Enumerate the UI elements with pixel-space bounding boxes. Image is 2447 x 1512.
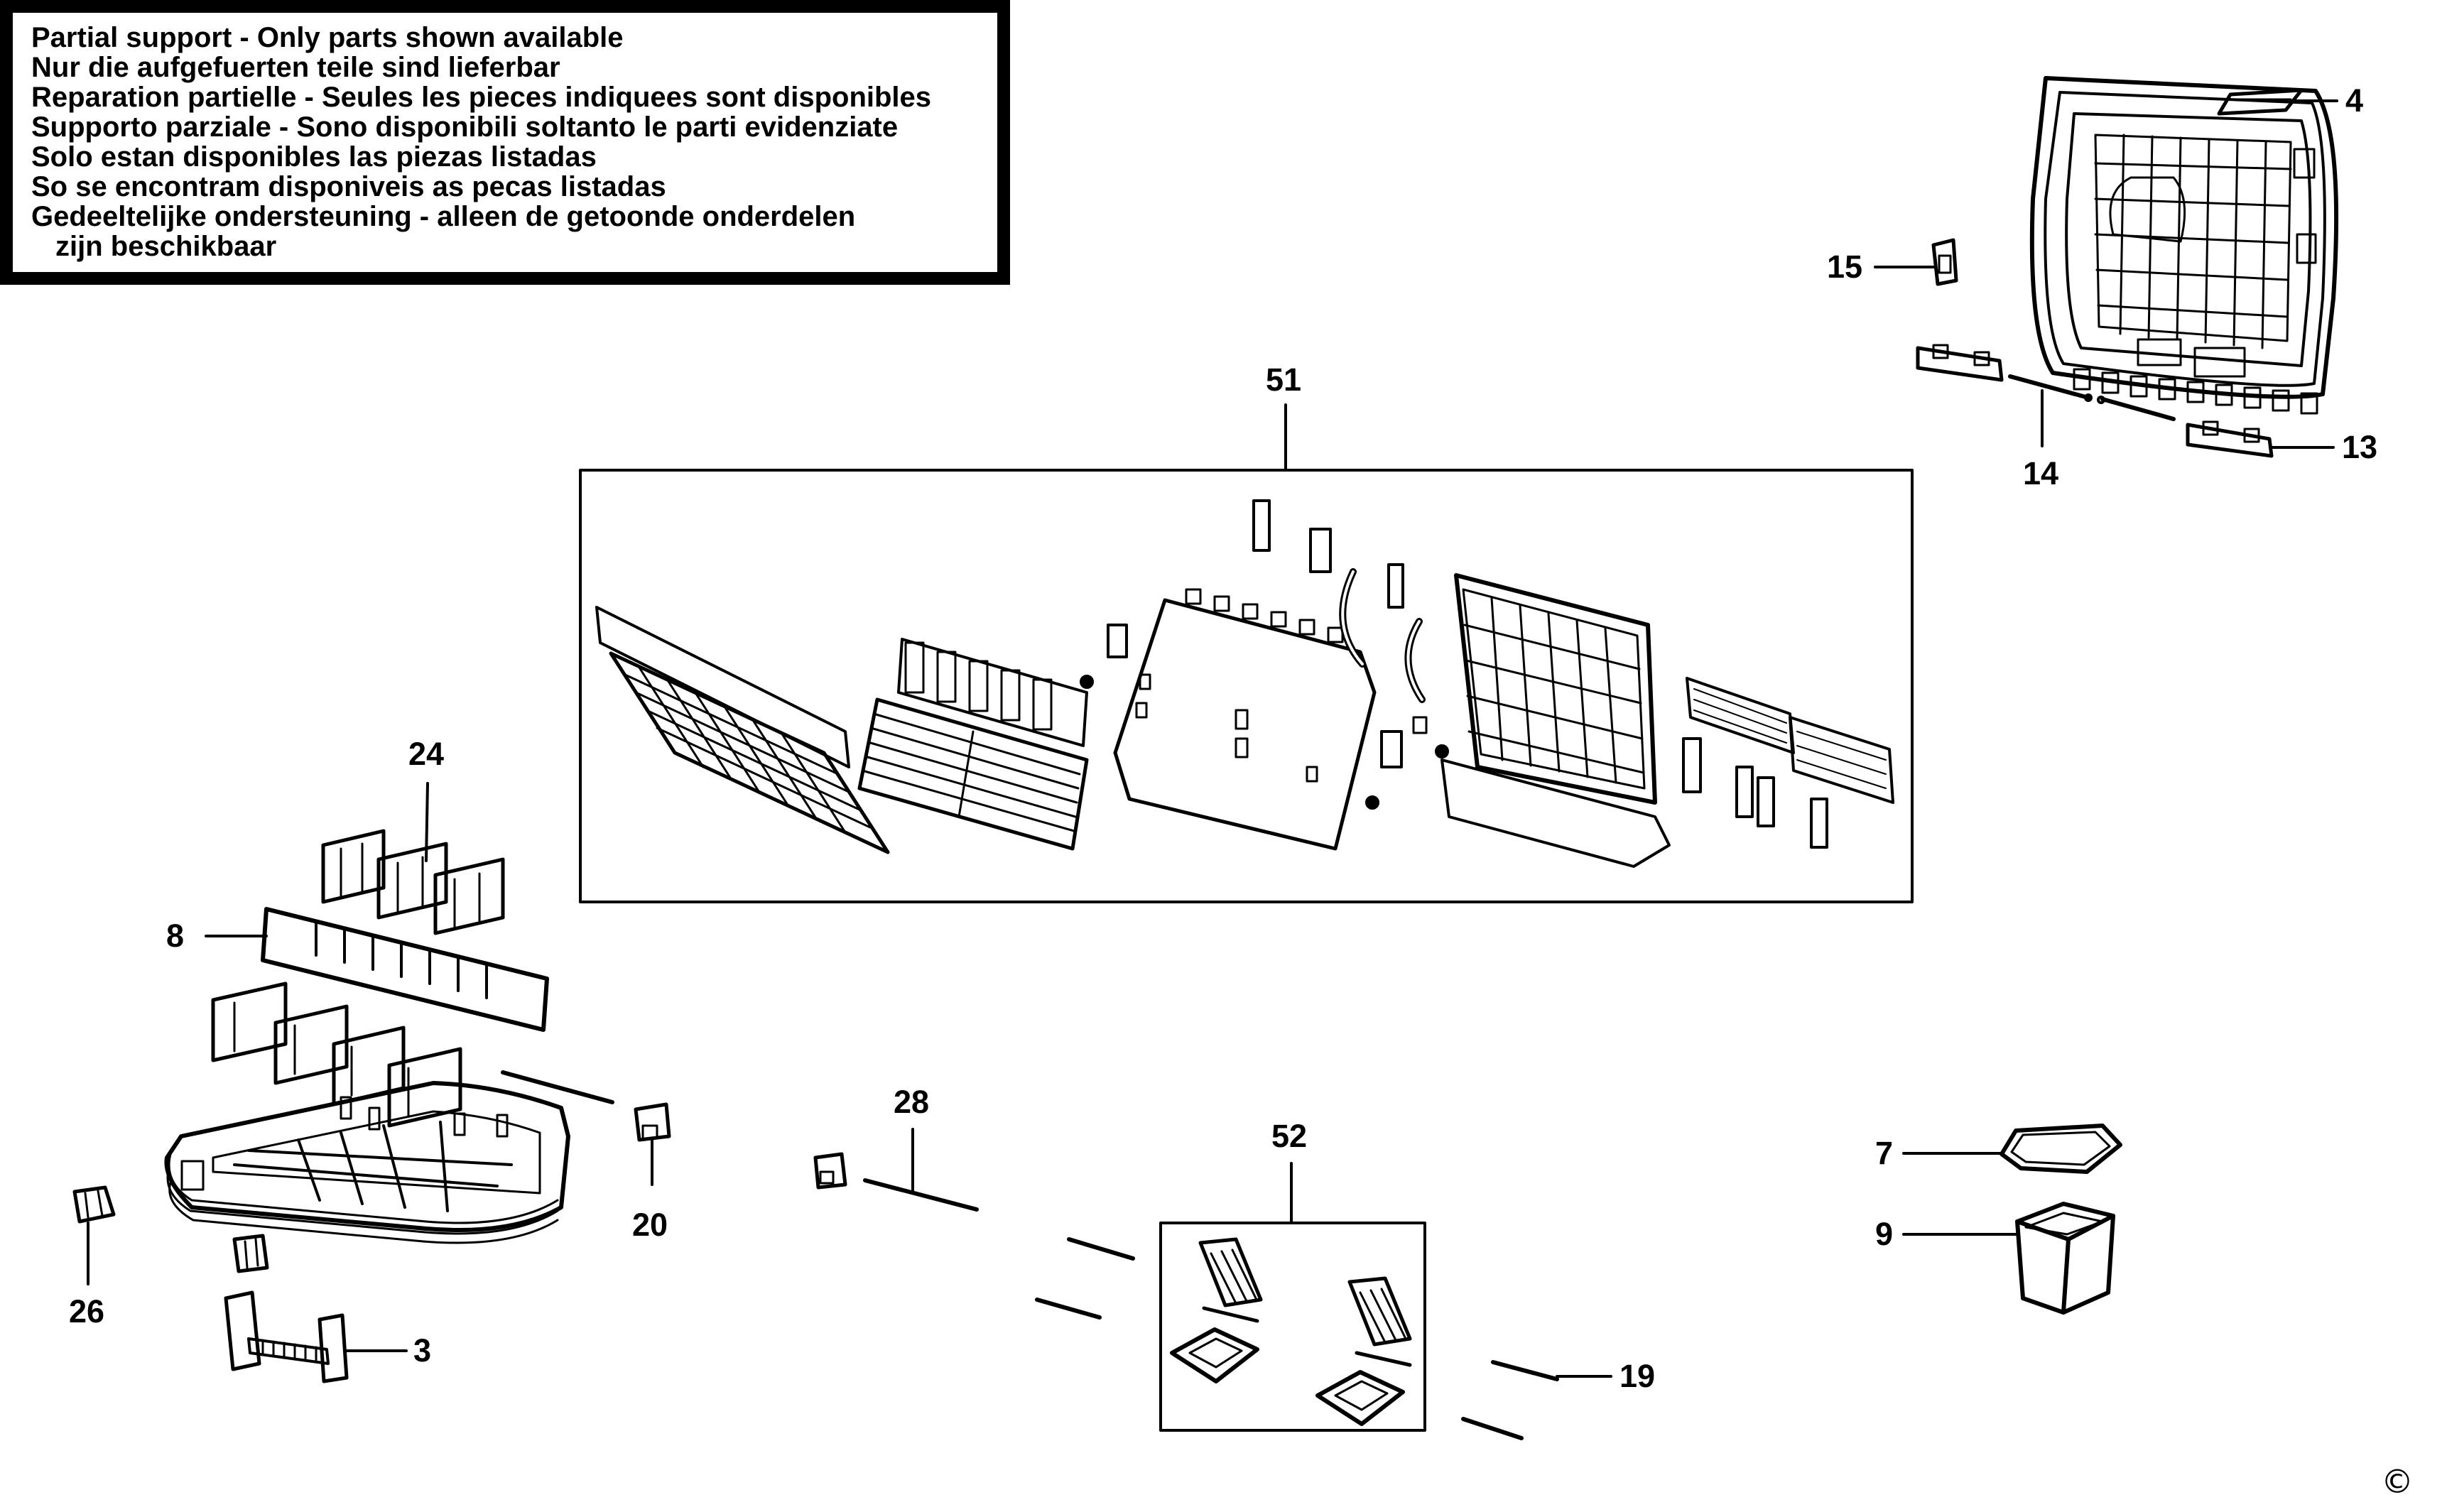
callout-13: 13 [2342,429,2377,465]
kit-51-grid-tray [595,606,890,854]
callout-26: 26 [69,1293,104,1329]
notice-line-nl-cont: zijn beschikbaar [55,231,277,262]
callout-9: 9 [1875,1216,1893,1252]
kit-52-frame [1159,1222,1426,1432]
latch-small [232,1234,269,1273]
notice-line-es: Solo estan disponibles las piezas listad… [31,141,597,173]
part-28-bracket [813,1152,847,1190]
callout-24: 24 [408,736,444,772]
availability-notice: Partial support - Only parts shown avail… [0,0,1010,285]
callout-28: 28 [894,1084,929,1120]
notice-line-pt: So se encontram disponiveis as pecas lis… [31,171,666,202]
kit-51-grid-lid [1440,573,1671,868]
part-28-pin [863,1178,979,1212]
part-13-hinge-right [2186,420,2274,458]
kit-51-base-plate [1113,588,1377,851]
loose-pin-2 [1035,1298,1102,1320]
part-19-pin [1491,1360,1559,1381]
callout-8: 8 [166,918,184,954]
part-9-cup [2015,1202,2115,1315]
notice-line-en: Partial support - Only parts shown avail… [31,22,624,53]
part-26-latch [72,1185,116,1224]
part-3-handle [224,1290,349,1383]
loose-pin-3 [1461,1417,1524,1440]
callout-14: 14 [2023,455,2058,491]
loose-pin-1 [1067,1237,1135,1261]
part-20-pin [501,1070,614,1104]
part-8-divider-rail [261,907,549,1032]
notice-line-nl: Gedeeltelijke ondersteuning - alleen de … [31,201,856,232]
callout-20: 20 [632,1207,668,1243]
kit-52-latches [1170,1237,1412,1426]
part-20-bracket [634,1102,671,1142]
callout-4: 4 [2345,82,2363,119]
callout-7: 7 [1875,1135,1893,1171]
notice-line-it: Supporto parziale - Sono disponibili sol… [31,112,899,143]
kit-51-clips-and-straps [1252,499,1426,703]
callout-15: 15 [1827,249,1862,285]
notice-lines: Partial support - Only parts shown avail… [31,23,931,261]
callout-3: 3 [413,1332,431,1369]
part-14-hinge-pins [2008,374,2176,421]
case-lid [2029,76,2339,415]
part-24-dividers [321,829,505,935]
notice-line-de: Nur die aufgefuerten teile sind lieferba… [31,52,560,83]
callout-19: 19 [1619,1358,1655,1394]
kit-51-side-rails [1682,677,1894,849]
kit-51-frame [579,469,1914,903]
case-base [164,1081,570,1244]
part-7-cup-lid [2000,1124,2122,1174]
kit-51-fasteners [1080,624,1449,810]
callout-52: 52 [1271,1118,1307,1154]
part-15-latch-clip [1931,238,1958,286]
copyright-mark: © [2381,1462,2414,1501]
part-13-hinge-left [1916,344,2004,382]
kit-51-divider-tray [857,638,1089,851]
callout-51: 51 [1266,361,1301,398]
notice-line-fr: Reparation partielle - Seules les pieces… [31,82,932,113]
